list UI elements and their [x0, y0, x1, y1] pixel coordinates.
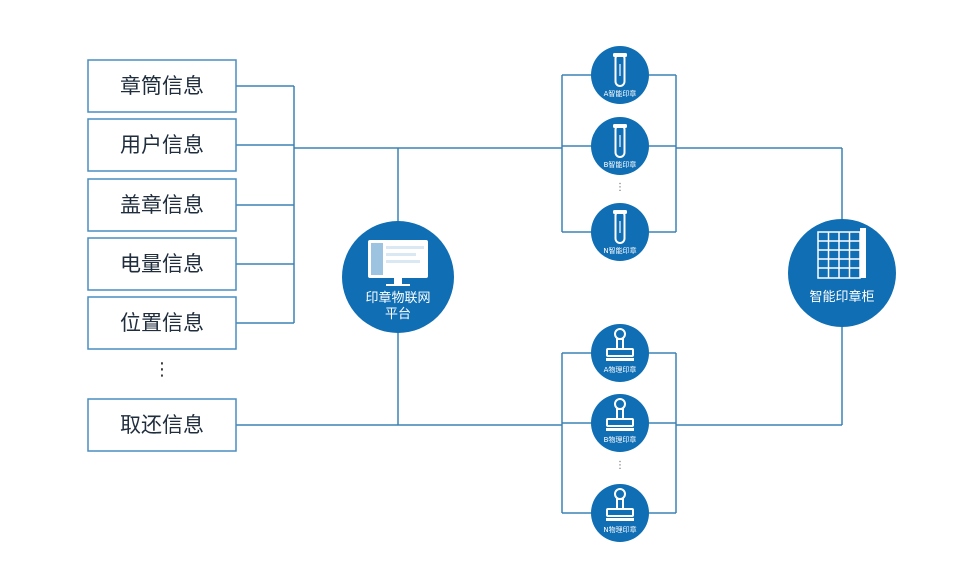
physical-seal-more-ellipsis: ⋮	[615, 460, 625, 471]
physical-seal-label: B物理印章	[604, 435, 637, 444]
cabinet-node: 智能印章柜	[788, 219, 896, 327]
info-box-3: 盖章信息	[87, 178, 237, 232]
info-box-2: 用户信息	[87, 118, 237, 172]
info-label: 电量信息	[120, 252, 204, 276]
physical-seal-label: A物理印章	[604, 365, 637, 374]
cabinet-label: 智能印章柜	[809, 289, 874, 305]
info-label: 用户信息	[120, 133, 204, 157]
info-box-4: 电量信息	[87, 237, 237, 291]
info-label: 位置信息	[120, 311, 204, 335]
info-box-last: 取还信息	[87, 398, 237, 452]
physical-seal-n: N物理印章	[591, 484, 649, 542]
info-label: 取还信息	[120, 413, 204, 437]
cabinet-icon	[817, 228, 866, 279]
smart-seal-more-ellipsis: ⋮	[615, 182, 625, 193]
connector-lines	[236, 74, 843, 514]
smart-seal-a: A智能印章	[591, 46, 649, 104]
info-label: 盖章信息	[120, 193, 204, 217]
physical-seal-label: N物理印章	[603, 525, 636, 534]
platform-node: 印章物联网 平台	[342, 221, 454, 333]
info-label: 章筒信息	[120, 74, 204, 98]
physical-seal-a: A物理印章	[591, 324, 649, 382]
smart-seal-label: N智能印章	[603, 246, 636, 255]
info-box-1: 章筒信息	[87, 59, 237, 113]
smart-seal-label: B智能印章	[604, 160, 637, 169]
smart-seal-b: B智能印章	[591, 117, 649, 175]
info-more-ellipsis: ⋮	[153, 359, 171, 380]
physical-seal-b: B物理印章	[591, 394, 649, 452]
platform-label-line1: 印章物联网	[365, 290, 430, 306]
info-box-5: 位置信息	[87, 296, 237, 350]
smart-seal-n: N智能印章	[591, 203, 649, 261]
smart-seal-label: A智能印章	[604, 89, 637, 98]
monitor-icon	[368, 240, 428, 286]
platform-label-line2: 平台	[385, 307, 411, 322]
